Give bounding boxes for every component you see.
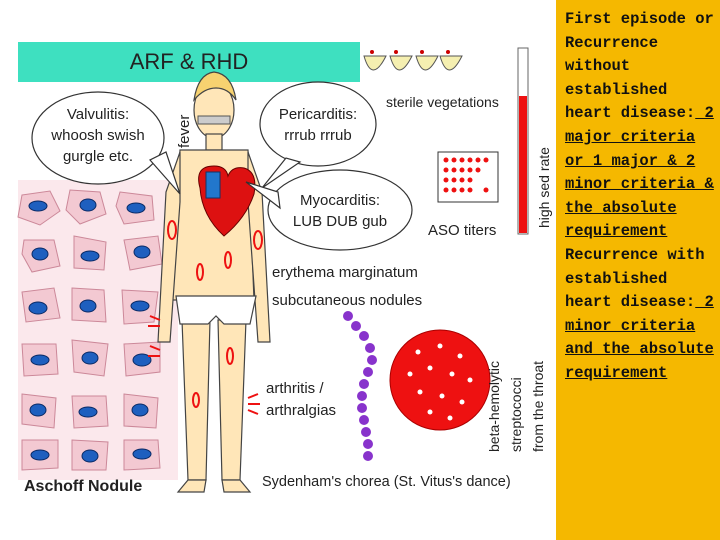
criteria-panel <box>556 0 720 540</box>
myocarditis-bubble <box>267 169 413 251</box>
erythema-marks <box>167 220 263 408</box>
strep-label-2: streptococci <box>508 377 524 452</box>
valvulitis-text: Valvulitis: whoosh swish gurgle etc. <box>51 106 145 165</box>
streptococci-chain-icon <box>343 311 377 461</box>
aso-titer-plate-icon <box>437 151 499 203</box>
arthralgias-label: arthralgias <box>266 402 337 419</box>
myocarditis-text: Myocarditis: LUB DUB gub <box>292 192 388 230</box>
arf-illustration <box>17 47 529 493</box>
strep-label-3: from the throat <box>530 360 546 452</box>
sed-rate-tube-icon <box>517 47 529 235</box>
blood-agar-plate-icon <box>389 329 491 431</box>
nodules-label: subcutaneous nodules <box>272 292 423 309</box>
thermometer-icon <box>197 115 231 125</box>
aschoff-label: Aschoff Nodule <box>24 478 143 495</box>
fever-label: fever <box>176 114 193 148</box>
erythema-label: erythema marginatum <box>272 264 418 281</box>
arthritis-marks <box>148 315 260 415</box>
aso-titers-label: ASO titers <box>428 222 497 239</box>
criteria-recurrence: Recurrence with established heart diseas… <box>565 245 705 312</box>
arthritis-label: arthritis / <box>266 380 324 397</box>
valvulitis-bubble <box>31 91 165 185</box>
high-sed-rate-label: high sed rate <box>536 147 552 228</box>
vegetations-illustration <box>363 55 463 71</box>
pericarditis-bubble <box>259 81 377 167</box>
strep-label-1: beta-hemolytic <box>486 360 502 452</box>
underwear <box>175 295 257 325</box>
criteria-recurrence-requirement: 2 minor criteria and the absolute requir… <box>565 293 714 382</box>
tissue-section <box>17 180 178 480</box>
heart-icon <box>198 165 256 237</box>
criteria-first-episode-requirement: 2 major criteria or 1 major & 2 minor cr… <box>565 104 714 241</box>
title-banner: ARF & RHD <box>18 42 360 82</box>
sterile-vegetations-label: sterile vegetations <box>386 94 499 110</box>
chorea-label: Sydenham's chorea (St. Vitus's dance) <box>262 474 511 490</box>
criteria-text: First episode or Recurrence without esta… <box>565 8 715 386</box>
criteria-first-episode: First episode or Recurrence without esta… <box>565 10 714 123</box>
page-title: ARF & RHD <box>129 49 249 74</box>
pericarditis-text: Pericarditis: rrrub rrrub <box>278 106 358 144</box>
